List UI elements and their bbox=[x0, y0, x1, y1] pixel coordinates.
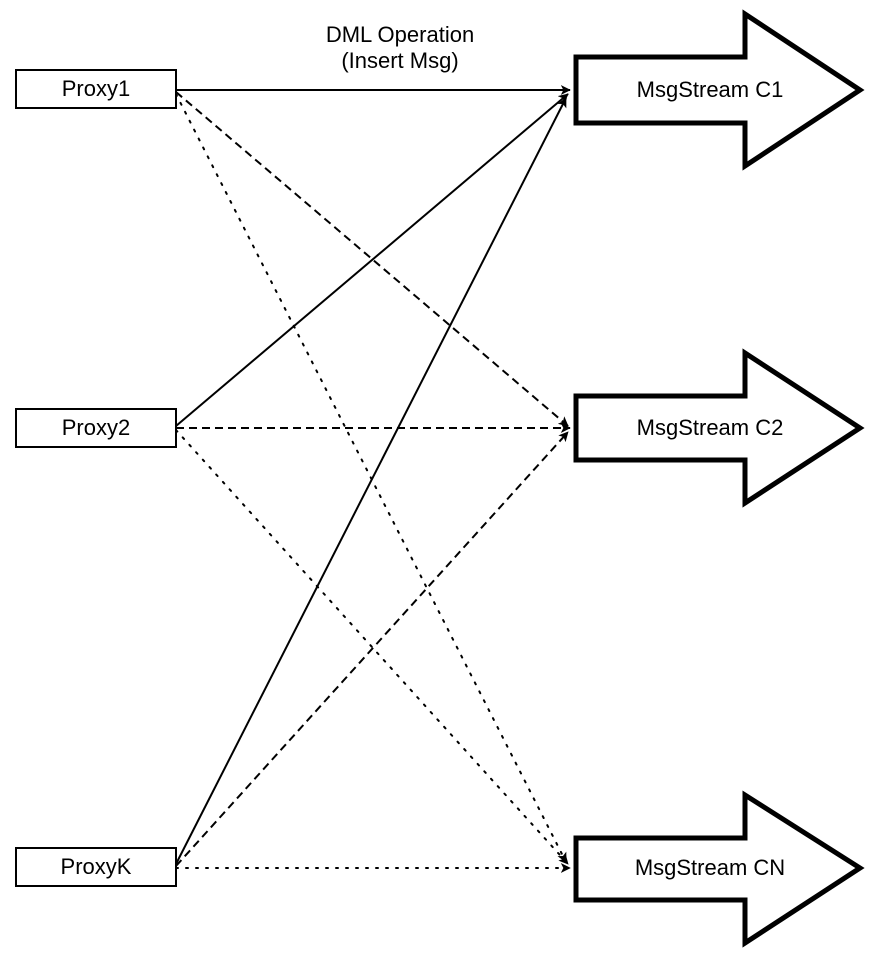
node-msgstream-c1[interactable]: MsgStream C1 bbox=[573, 9, 865, 171]
edge-caption-dml-operation: DML Operation (Insert Msg) bbox=[326, 22, 474, 73]
link-proxyk-to-stream-c1[interactable] bbox=[175, 97, 567, 865]
node-msgstream-cn[interactable]: MsgStream CN bbox=[573, 790, 865, 948]
link-proxy1-to-stream-c2[interactable] bbox=[175, 91, 569, 427]
node-msgstream-c2[interactable]: MsgStream C2 bbox=[573, 348, 865, 508]
proxy2-label: Proxy2 bbox=[62, 415, 130, 440]
msgstream-c2-arrow-shape[interactable] bbox=[573, 348, 865, 508]
link-proxy2-to-stream-c1[interactable] bbox=[175, 93, 569, 427]
msgstream-cn-arrow-shape[interactable] bbox=[573, 790, 865, 948]
msgstream-c2-label: MsgStream C2 bbox=[637, 415, 784, 440]
msgstream-c1-label: MsgStream C1 bbox=[637, 77, 784, 102]
proxyk-box[interactable] bbox=[15, 847, 177, 887]
link-proxy1-to-stream-cn[interactable] bbox=[175, 93, 567, 863]
edge-caption-line1: DML Operation bbox=[326, 22, 474, 47]
proxyk-label: ProxyK bbox=[61, 854, 132, 879]
msgstream-c1-arrow-shape[interactable] bbox=[573, 9, 865, 171]
edge-caption-line2: (Insert Msg) bbox=[341, 48, 458, 73]
node-proxy1[interactable]: Proxy1 bbox=[15, 69, 177, 109]
node-proxy2[interactable]: Proxy2 bbox=[15, 408, 177, 448]
link-proxyk-to-stream-c2[interactable] bbox=[175, 431, 569, 867]
proxy2-box[interactable] bbox=[15, 408, 177, 448]
proxy1-label: Proxy1 bbox=[62, 76, 130, 101]
node-proxyk[interactable]: ProxyK bbox=[15, 847, 177, 887]
proxy1-box[interactable] bbox=[15, 69, 177, 109]
link-proxy2-to-stream-cn[interactable] bbox=[175, 429, 569, 865]
msgstream-cn-label: MsgStream CN bbox=[635, 855, 785, 880]
